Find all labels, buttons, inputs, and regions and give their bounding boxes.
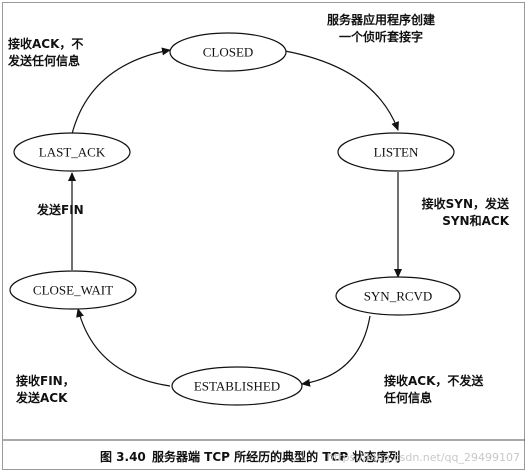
figure-frame (2, 2, 525, 470)
state-close-wait: CLOSE_WAIT (9, 270, 137, 310)
watermark: https://blog.csdn.net/qq_29499107 (327, 451, 520, 464)
annotation-recv-ack-top-line2: 发送任何信息 (7, 53, 80, 68)
state-close-wait-label: CLOSE_WAIT (33, 283, 113, 298)
annotation-recv-fin-line2: 发送ACK (15, 390, 68, 405)
state-established-label: ESTABLISHED (194, 379, 280, 394)
state-established: ESTABLISHED (171, 366, 303, 406)
state-listen-label: LISTEN (374, 145, 419, 160)
arrow-synrcvd-to-established (301, 315, 371, 387)
annotation-recv-syn-line2: SYN和ACK (442, 213, 509, 228)
state-syn-rcvd-label: SYN_RCVD (364, 289, 433, 304)
state-last-ack: LAST_ACK (13, 132, 131, 172)
state-closed-label: CLOSED (203, 45, 254, 60)
annotation-server-app-line2: 一个侦听套接字 (339, 29, 423, 44)
annotation-recv-ack-bottom-line1: 接收ACK，不发送 (384, 373, 484, 388)
arrow-established-to-closewait (76, 308, 171, 387)
annotation-server-app-line1: 服务器应用程序创建 (327, 12, 436, 27)
annotation-recv-ack-top-line1: 接收ACK，不 (8, 36, 83, 51)
caption-figure-number: 图 3.40 (100, 450, 146, 464)
state-listen: LISTEN (337, 132, 455, 172)
arrow-lastack-to-closed (71, 47, 171, 135)
caption-text: 服务器端 TCP 所经历的典型的 TCP 状态序列 (152, 449, 400, 464)
arrow-closed-to-listen (284, 50, 399, 131)
annotation-send-fin: 发送FIN (36, 202, 84, 217)
annotation-recv-syn-line1: 接收SYN，发送 (422, 196, 510, 211)
state-closed: CLOSED (169, 32, 287, 72)
annotation-recv-fin-line1: 接收FIN， (16, 373, 75, 388)
annotation-recv-ack-bottom-line2: 任何信息 (383, 390, 432, 405)
state-last-ack-label: LAST_ACK (39, 145, 106, 160)
state-syn-rcvd: SYN_RCVD (335, 276, 461, 316)
